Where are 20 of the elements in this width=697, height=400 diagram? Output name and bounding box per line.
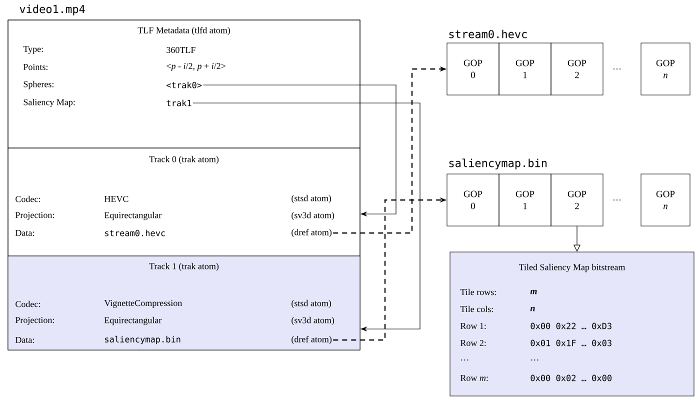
file-name: saliencymap.bin xyxy=(449,158,547,170)
gop-box: GOP n xyxy=(640,42,690,96)
gop-box: GOP n xyxy=(640,174,690,226)
gop-box: GOP 1 xyxy=(498,174,552,226)
gop-box: GOP 0 xyxy=(446,174,500,226)
gop-box: GOP 2 xyxy=(550,174,604,226)
atom-text: (dref atom) xyxy=(292,228,332,238)
ellipsis: … xyxy=(613,68,621,70)
arrow xyxy=(202,84,396,217)
gop-box: GOP 2 xyxy=(550,42,604,96)
gop-box: GOP 0 xyxy=(446,42,500,96)
value-text: <trak0> xyxy=(166,82,202,88)
gop-box: GOP 1 xyxy=(498,42,552,96)
bitstream-box: Tiled Saliency Map bitstream Tile rows: m Tile cols: n Row 1: 0x00 0x22 … 0xD3 Row 2: 0x01 0x1F … 0x03 … … Row m: 0x00 0x02 … 0x00 xyxy=(450,252,694,396)
ellipsis: … xyxy=(613,199,621,201)
arrow xyxy=(192,102,420,332)
node-label: video1.mp4 xyxy=(20,4,85,16)
value-text: trak1 xyxy=(166,100,192,106)
file-name: stream0.hevc xyxy=(449,30,527,38)
atom-text: (dref atom) xyxy=(292,336,332,344)
